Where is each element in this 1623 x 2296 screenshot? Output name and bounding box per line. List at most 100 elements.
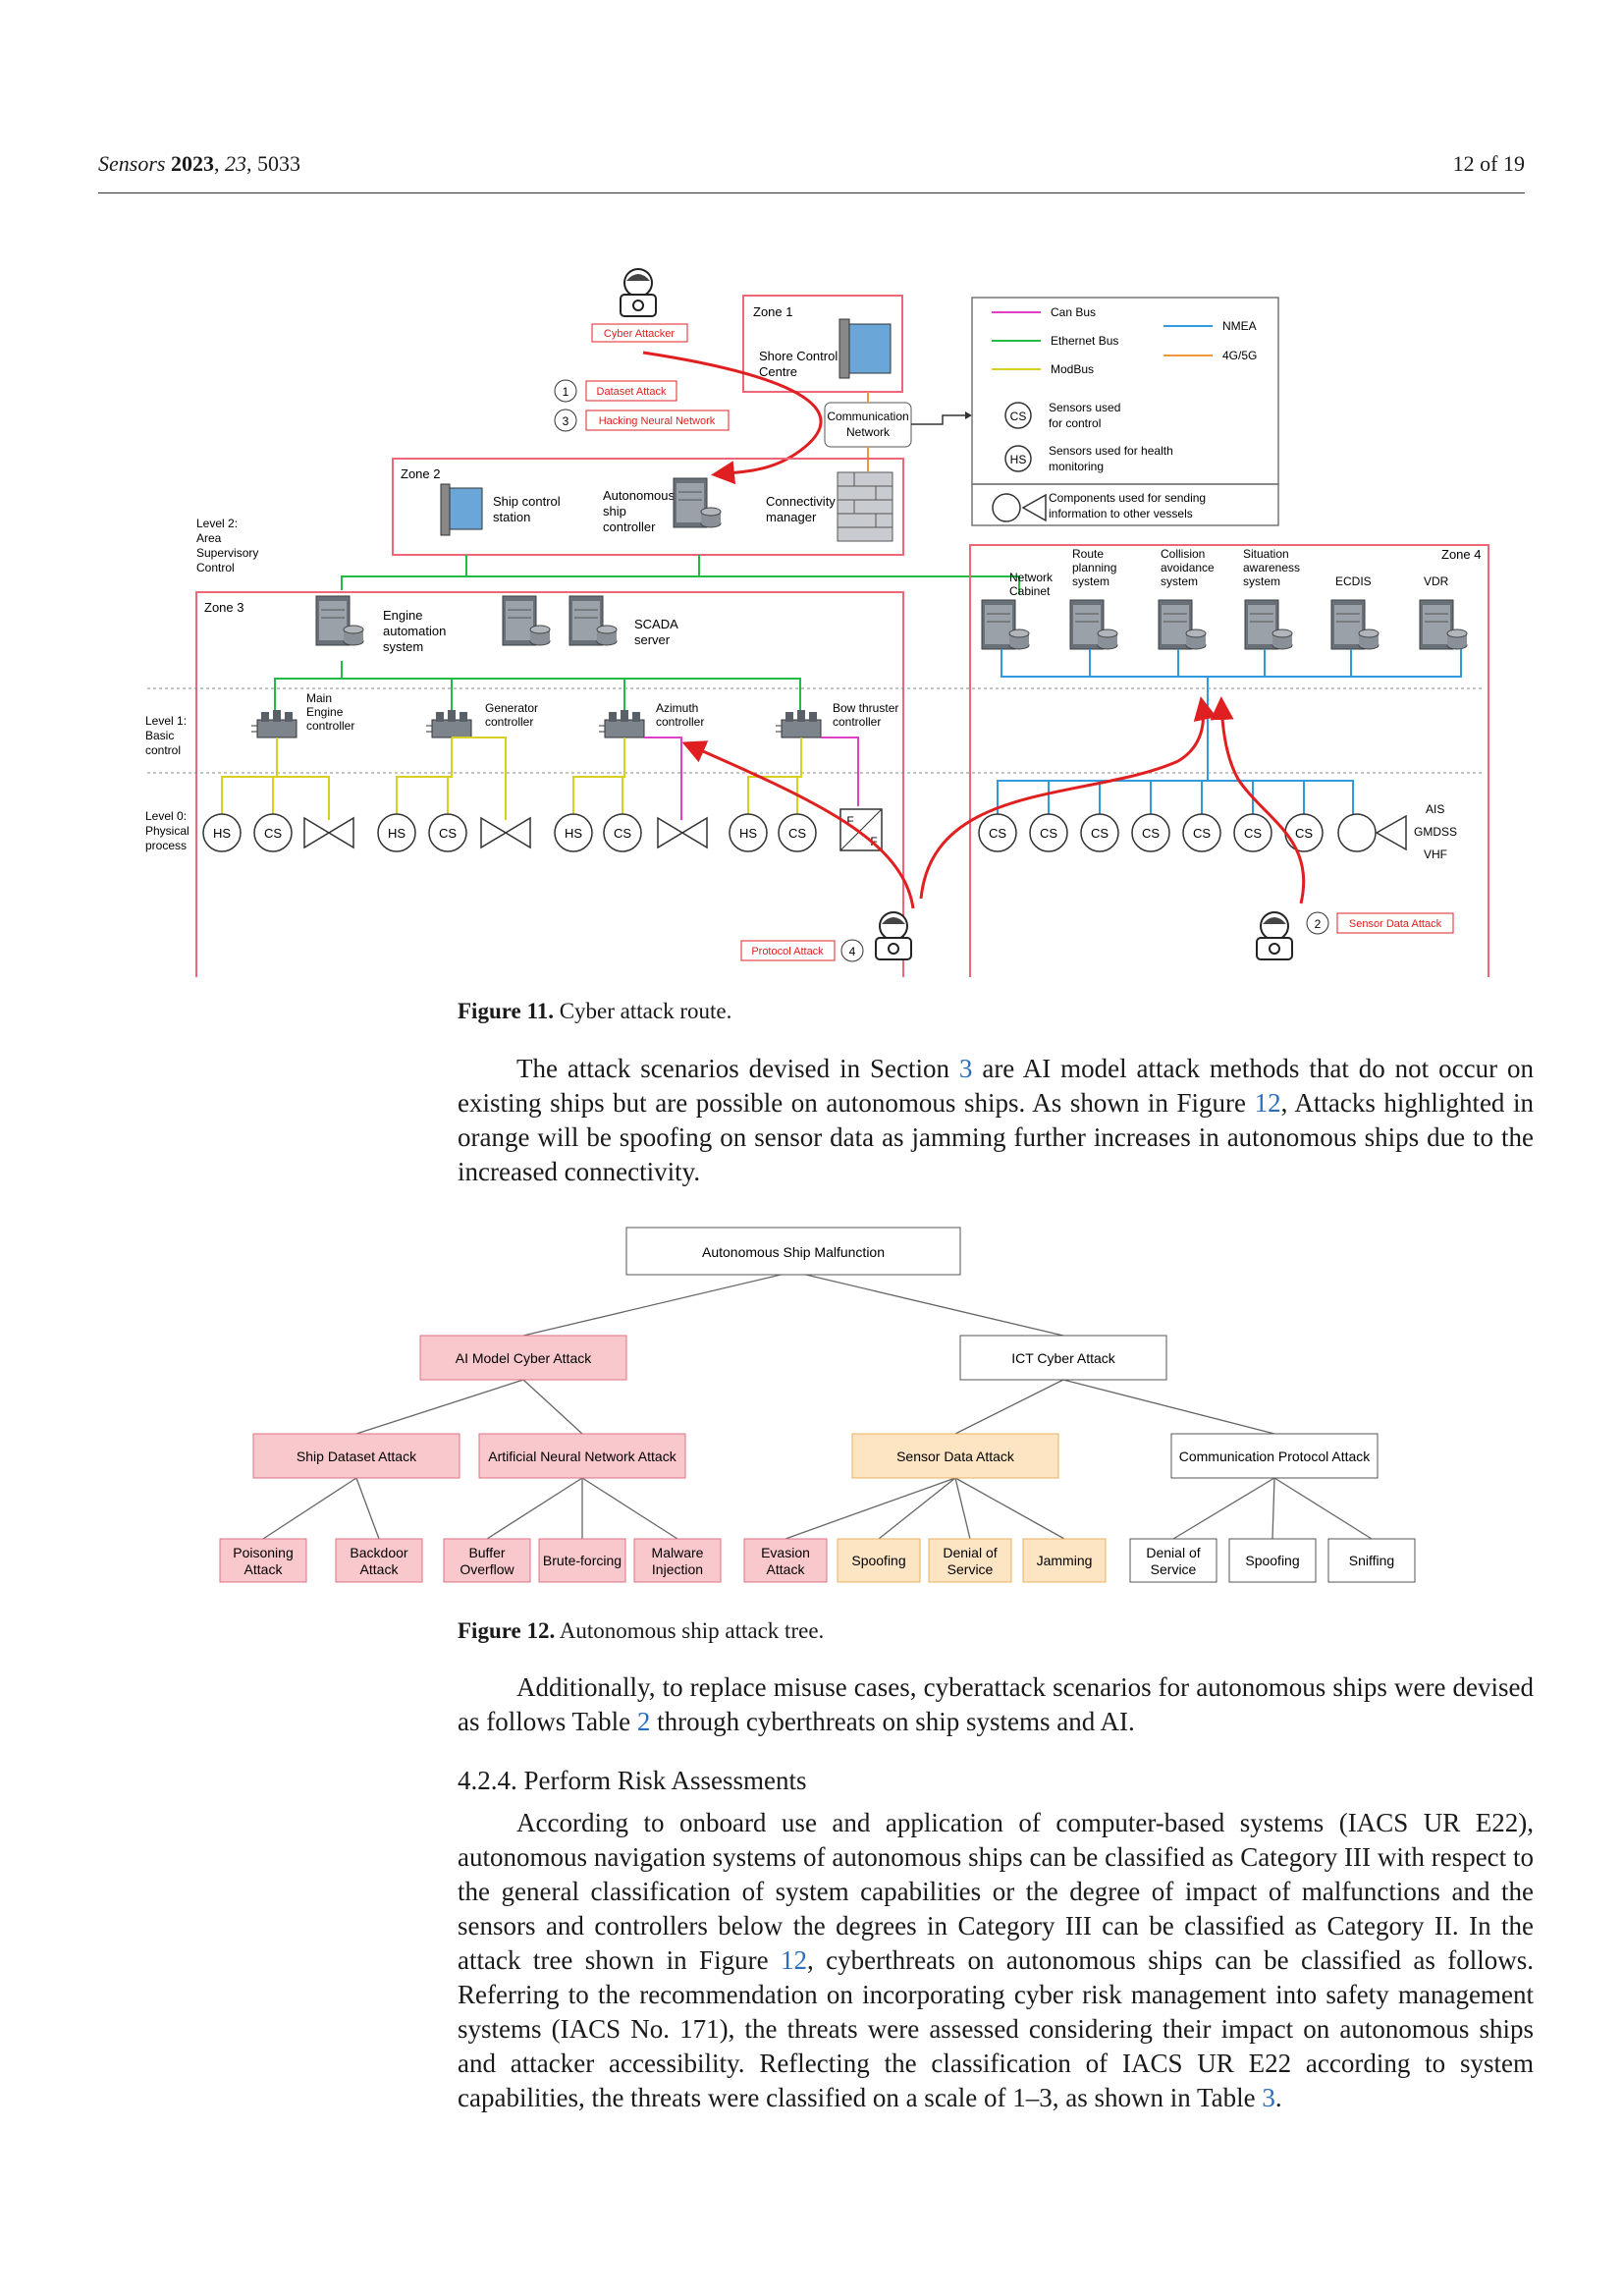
auto-ctrl-2: ship bbox=[603, 504, 626, 519]
hacking-nn-label: Hacking Neural Network bbox=[599, 415, 716, 427]
protocol-attacker-icon bbox=[875, 911, 912, 960]
hs-label-3: HS bbox=[565, 826, 582, 841]
route-3: system bbox=[1072, 574, 1109, 588]
p1-text-1: The attack scenarios devised in Section bbox=[516, 1054, 959, 1083]
l2-4: Control bbox=[196, 561, 235, 574]
z4-cs-3: CS bbox=[1091, 826, 1109, 841]
section-heading: 4.2.4. Perform Risk Assessments bbox=[458, 1766, 807, 1795]
figure-ref-12[interactable]: 12 bbox=[1254, 1088, 1281, 1118]
legend-hs-1: Sensors used for health bbox=[1049, 444, 1173, 458]
section-ref-3[interactable]: 3 bbox=[958, 1054, 973, 1083]
valve-icon-1 bbox=[303, 816, 354, 849]
z4-cs-5: CS bbox=[1193, 826, 1211, 841]
sensor-data-attack-label: Sensor Data Attack bbox=[1349, 918, 1442, 930]
monitor-icon bbox=[839, 318, 892, 379]
cyber-attacker-label: Cyber Attacker bbox=[604, 328, 675, 340]
z4-cs-7: CS bbox=[1295, 826, 1313, 841]
table-ref-2[interactable]: 2 bbox=[636, 1707, 651, 1736]
article-number: 5033 bbox=[256, 151, 300, 176]
journal-year: 2023 bbox=[170, 151, 214, 176]
generator-2: controller bbox=[485, 715, 533, 729]
l0-2: Physical bbox=[145, 824, 189, 838]
generator-controller-icon bbox=[425, 709, 472, 738]
scada-server-icon-2 bbox=[568, 595, 618, 646]
legend-modbus: ModBus bbox=[1051, 362, 1094, 376]
valve-icon-3 bbox=[657, 816, 708, 849]
legend-can-bus: Can Bus bbox=[1051, 305, 1096, 319]
sensor-attacker-icon bbox=[1256, 911, 1293, 960]
legend-4g5g: 4G/5G bbox=[1222, 349, 1257, 362]
z4-cs-6: CS bbox=[1244, 826, 1262, 841]
network-cabinet-2: Cabinet bbox=[1009, 584, 1051, 598]
engine-auto-1: Engine bbox=[383, 608, 422, 623]
leaf-dos-2: Service bbox=[947, 1561, 994, 1577]
leaf-dos-1: Denial of bbox=[943, 1545, 997, 1560]
situation-2: awareness bbox=[1243, 561, 1300, 574]
z4-cs-1: CS bbox=[989, 826, 1006, 841]
tree-ai-attack: AI Model Cyber Attack bbox=[456, 1350, 593, 1366]
leaf-sniffing: Sniffing bbox=[1349, 1553, 1394, 1568]
leaf-evasion-2: Attack bbox=[767, 1561, 806, 1577]
l2-2: Area bbox=[196, 531, 222, 545]
table-ref-3[interactable]: 3 bbox=[1262, 2083, 1275, 2112]
antenna-horn-icon bbox=[1375, 814, 1407, 851]
main-engine-3: controller bbox=[306, 719, 354, 733]
l0-3: process bbox=[145, 839, 187, 852]
antenna-circle-icon bbox=[1337, 813, 1377, 852]
page-number: 12 of 19 bbox=[1452, 151, 1525, 176]
l1-2: Basic bbox=[145, 729, 174, 742]
legend-cs-1: Sensors used bbox=[1049, 401, 1120, 414]
comm-network-1: Communication bbox=[827, 410, 908, 423]
attack-num-1: 1 bbox=[563, 385, 569, 399]
journal-name: Sensors bbox=[98, 151, 166, 176]
z4-cs-4: CS bbox=[1142, 826, 1160, 841]
leaf-buffer-1: Buffer bbox=[468, 1545, 505, 1560]
collision-3: system bbox=[1161, 574, 1198, 588]
l2-3: Supervisory bbox=[196, 546, 258, 560]
leaf-spoofing2: Spoofing bbox=[1245, 1553, 1299, 1568]
l2-1: Level 2: bbox=[196, 517, 238, 530]
leaf-buffer-2: Overflow bbox=[460, 1561, 514, 1577]
ship-control-monitor-icon bbox=[440, 483, 483, 536]
tree-ann-attack: Artificial Neural Network Attack bbox=[488, 1449, 676, 1464]
leaf-jamming: Jamming bbox=[1037, 1553, 1093, 1568]
attack-num-3: 3 bbox=[563, 414, 569, 428]
dataset-attack-label: Dataset Attack bbox=[597, 386, 667, 398]
zone3-label: Zone 3 bbox=[204, 600, 243, 615]
main-engine-1: Main bbox=[306, 691, 332, 705]
cs-label-3: CS bbox=[614, 826, 631, 841]
p3-text-1: According to onboard use and application… bbox=[458, 1808, 1534, 1975]
leaf-spoofing: Spoofing bbox=[851, 1553, 905, 1568]
cs-label-2: CS bbox=[439, 826, 457, 841]
p1-text-2: are AI model attack methods that do not … bbox=[458, 1054, 1534, 1118]
cs-label-4: CS bbox=[788, 826, 806, 841]
collision-avoidance-icon bbox=[1158, 599, 1207, 650]
legend-ethernet: Ethernet Bus bbox=[1051, 334, 1118, 348]
leaf-backdoor-1: Backdoor bbox=[350, 1545, 407, 1560]
leaf-backdoor-2: Attack bbox=[360, 1561, 400, 1577]
engine-auto-2: automation bbox=[383, 624, 446, 638]
attack-num-2: 2 bbox=[1315, 917, 1322, 931]
scada-2: server bbox=[634, 632, 671, 647]
firewall-icon bbox=[837, 471, 893, 542]
p3-text-3: . bbox=[1274, 2083, 1282, 2112]
legend-hs-symbol: HS bbox=[1010, 453, 1027, 466]
cyber-attacker-icon bbox=[620, 268, 657, 317]
tree-comm-protocol: Communication Protocol Attack bbox=[1179, 1449, 1372, 1464]
network-cabinet-1: Network bbox=[1009, 571, 1054, 584]
p3-text-2: , cyberthreats on autonomous ships can b… bbox=[458, 1945, 1534, 2112]
cs-label-1: CS bbox=[264, 826, 282, 841]
main-engine-2: Engine bbox=[306, 705, 344, 719]
paragraph-3: According to onboard use and application… bbox=[458, 1806, 1534, 2115]
collision-2: avoidance bbox=[1161, 561, 1215, 574]
azimuth-2: controller bbox=[656, 715, 704, 729]
valve-icon-2 bbox=[480, 816, 531, 849]
attack-num-4: 4 bbox=[849, 945, 856, 958]
z4-cs-2: CS bbox=[1040, 826, 1057, 841]
l1-1: Level 1: bbox=[145, 714, 187, 728]
leaf-dos2-1: Denial of bbox=[1146, 1545, 1200, 1560]
situation-awareness-icon bbox=[1244, 599, 1293, 650]
situation-1: Situation bbox=[1243, 547, 1289, 561]
zone2-label: Zone 2 bbox=[401, 466, 440, 481]
figure-ref-12b[interactable]: 12 bbox=[780, 1945, 807, 1975]
